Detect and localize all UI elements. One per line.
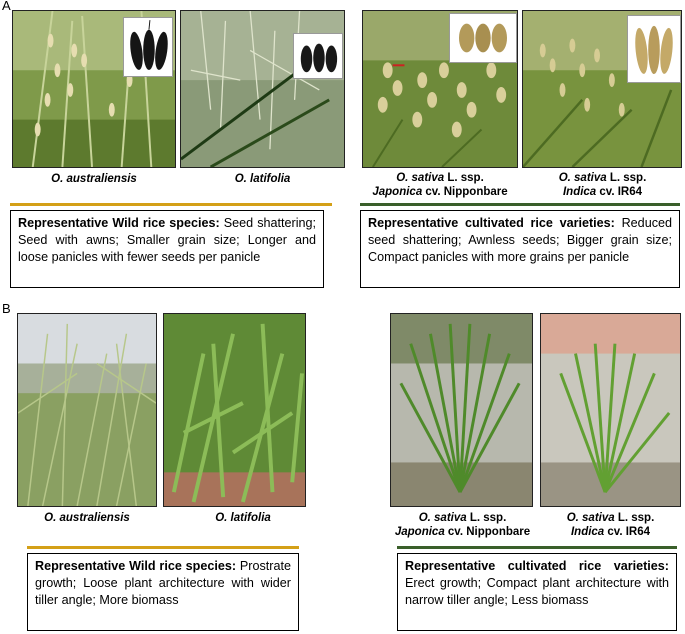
box-b-cultivated-heading: Representative cultivated rice varieties…	[405, 559, 669, 573]
photo-b-australiensis	[17, 313, 157, 507]
caption-b-4: O. sativa L. ssp. Indica cv. IR64	[566, 512, 655, 538]
box-b-wild-heading: Representative Wild rice species:	[35, 559, 237, 573]
box-a-wild-heading: Representative Wild rice species:	[18, 216, 220, 230]
seed-inset-australiensis	[123, 17, 173, 77]
rule-a-wild	[10, 203, 332, 206]
box-a-wild-traits: Representative Wild rice species: Seed s…	[10, 210, 324, 288]
photo-a-japonica	[362, 10, 518, 168]
box-a-wild-text: Seed shattering; Seed with awns; Smaller…	[18, 216, 317, 264]
box-b-cultivated-text: Erect growth; Compact plant architecture…	[405, 576, 669, 607]
caption-b-1: O. australiensis	[44, 512, 130, 524]
panel-a-label: A	[2, 0, 11, 13]
box-b-cultivated-traits: Representative cultivated rice varieties…	[397, 553, 677, 631]
box-b-wild-traits: Representative Wild rice species: Prostr…	[27, 553, 299, 631]
box-a-cultivated-traits: Representative cultivated rice varieties…	[360, 210, 680, 288]
photo-a-indica	[522, 10, 682, 168]
photo-b-latifolia	[163, 313, 306, 507]
box-b-wild-text: Prostrate growth; Loose plant architectu…	[35, 559, 292, 607]
rule-b-wild	[27, 546, 299, 549]
caption-a-3: O. sativa L. ssp. Japonica cv. Nipponbar…	[372, 172, 508, 198]
rule-b-cultivated	[397, 546, 677, 549]
seed-inset-latifolia	[293, 33, 343, 79]
seed-inset-japonica	[449, 13, 517, 63]
caption-a-1: O. australiensis	[51, 173, 137, 185]
caption-b-2: O. latifolia	[215, 512, 271, 524]
photo-b-indica	[540, 313, 681, 507]
photo-a-australiensis	[12, 10, 176, 168]
panel-b-label: B	[2, 301, 11, 316]
rule-a-cultivated	[360, 203, 680, 206]
box-a-cultivated-heading: Representative cultivated rice varieties…	[368, 216, 615, 230]
photo-b-japonica	[390, 313, 533, 507]
seed-inset-indica	[627, 15, 681, 83]
box-a-cultivated-text: Reduced seed shattering; Awnless seeds; …	[368, 216, 672, 264]
caption-a-2: O. latifolia	[234, 173, 291, 185]
caption-a-4: O. sativa L. ssp. Indica cv. IR64	[558, 172, 647, 198]
photo-a-latifolia	[180, 10, 345, 168]
caption-b-3: O. sativa L. ssp. Japonica cv. Nipponbar…	[394, 512, 531, 538]
